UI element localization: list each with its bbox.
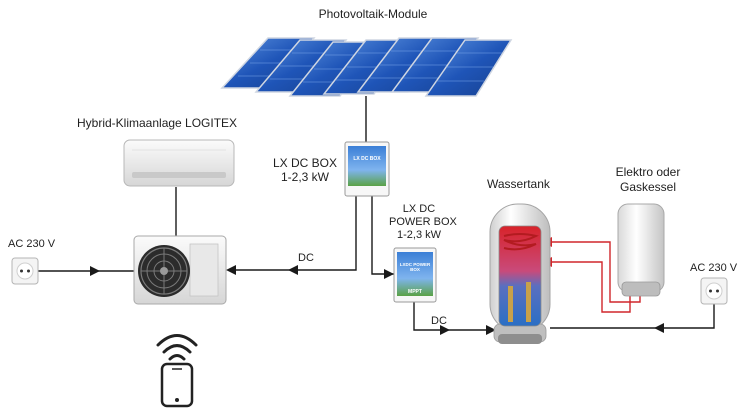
power-box-label-1: LX DC — [402, 203, 436, 215]
lx-dc-box: LX DC BOX — [344, 141, 390, 197]
red-line-lower — [544, 261, 631, 313]
boiler-label-1: Elektro oder — [615, 165, 681, 179]
socket-right-icon — [700, 277, 728, 305]
red-line-upper — [544, 241, 641, 303]
power-box-mppt-text: MPPT — [408, 289, 422, 295]
lx-dc-power-box: LXDC POWER BOX MPPT — [393, 247, 437, 303]
water-tank — [489, 203, 551, 344]
arrow-left-icon — [288, 265, 298, 275]
dc-top-label: DC — [298, 252, 314, 264]
outdoor-ac-unit — [133, 235, 227, 305]
boiler-label-2: Gaskessel — [619, 180, 677, 194]
wifi-icon — [156, 334, 198, 361]
arrow-right-icon — [90, 266, 100, 276]
wire-powerbox-to-tank — [413, 302, 492, 331]
smartphone-icon — [160, 362, 194, 408]
ac-left-label: AC 230 V — [8, 238, 56, 250]
arrow-left-icon — [654, 323, 664, 333]
arrow-right-icon — [384, 269, 394, 279]
pv-modules-label: Photovoltaik-Module — [318, 7, 428, 21]
wire-dcbox-to-outdoor-unit — [230, 196, 357, 271]
power-box-label-3: 1-2,3 kW — [396, 229, 441, 241]
arrow-right-icon — [486, 325, 496, 335]
dc-box-label-2: 1-2,3 kW — [280, 170, 329, 184]
solar-panel — [424, 39, 513, 97]
arrow-left-icon — [226, 265, 236, 275]
indoor-ac-unit — [123, 139, 235, 187]
power-box-screen-text-2: BOX — [410, 267, 420, 272]
power-box-label-2: POWER BOX — [389, 216, 457, 228]
photovoltaic-modules — [220, 37, 513, 97]
boiler — [617, 203, 665, 297]
dc-box-label-1: LX DC BOX — [272, 156, 338, 170]
dc-bottom-label: DC — [431, 315, 447, 327]
wire-ac-right-to-tank — [550, 302, 715, 329]
ac-right-label: AC 230 V — [690, 262, 738, 274]
arrow-right-icon — [440, 325, 450, 335]
hybrid-ac-label: Hybrid-Klimaanlage LOGITEX — [77, 116, 238, 130]
power-box-screen-text-1: LXDC POWER — [400, 262, 431, 267]
socket-left-icon — [11, 257, 39, 285]
water-tank-label: Wassertank — [487, 177, 550, 191]
dc-box-screen-text: LX DC BOX — [353, 156, 381, 162]
arrows — [90, 265, 664, 335]
